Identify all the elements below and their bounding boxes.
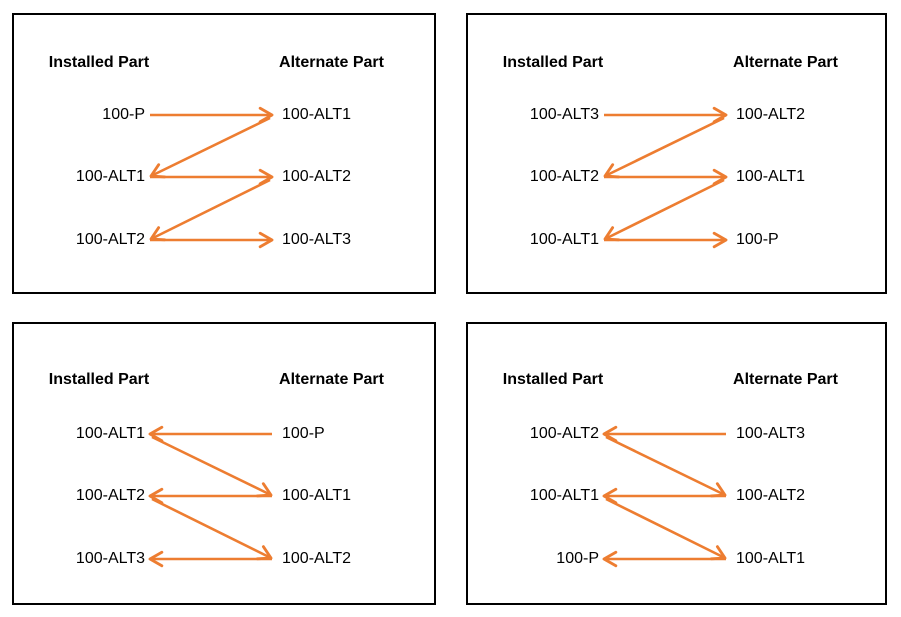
installed-part-label: 100-ALT2 [75,231,145,248]
alternate-part-label: 100-ALT1 [282,487,352,504]
panel-top-left: Installed Part Alternate Part 100-P 100-… [12,13,436,294]
panel-bottom-right: Installed Part Alternate Part 100-ALT2 1… [466,322,887,605]
installed-part-label: 100-ALT1 [529,231,599,248]
installed-part-header: Installed Part [502,54,604,71]
installed-part-label: 100-ALT2 [529,168,599,185]
alternate-part-label: 100-ALT3 [282,231,352,248]
installed-part-label: 100-ALT1 [529,487,599,504]
alternate-part-label: 100-ALT2 [282,168,352,185]
installed-part-header: Installed Part [48,54,150,71]
installed-part-label: 100-ALT2 [529,425,599,442]
alternate-part-header: Alternate Part [733,54,838,71]
installed-part-label: 100-ALT3 [75,550,145,567]
installed-part-label: 100-ALT3 [529,106,599,123]
alternate-part-header: Alternate Part [733,371,838,388]
installed-part-label: 100-ALT2 [75,487,145,504]
alternate-part-header: Alternate Part [279,54,384,71]
alternate-part-label: 100-ALT2 [282,550,352,567]
installed-part-label: 100-P [556,550,599,567]
installed-part-header: Installed Part [48,371,150,388]
alternate-part-label: 100-ALT1 [736,168,806,185]
alternate-part-header: Alternate Part [279,371,384,388]
installed-part-label: 100-ALT1 [75,425,145,442]
installed-part-header: Installed Part [502,371,604,388]
panel-bottom-left: Installed Part Alternate Part 100-ALT1 1… [12,322,436,605]
panel-top-right: Installed Part Alternate Part 100-ALT3 1… [466,13,887,294]
installed-part-label: 100-P [102,106,145,123]
alternate-part-label: 100-P [736,231,779,248]
alternate-part-label: 100-ALT3 [736,425,806,442]
alternate-part-label: 100-ALT2 [736,106,806,123]
alternate-part-label: 100-ALT1 [282,106,352,123]
alternate-part-label: 100-ALT1 [736,550,806,567]
alternate-part-label: 100-ALT2 [736,487,806,504]
installed-part-label: 100-ALT1 [75,168,145,185]
alternate-part-label: 100-P [282,425,325,442]
